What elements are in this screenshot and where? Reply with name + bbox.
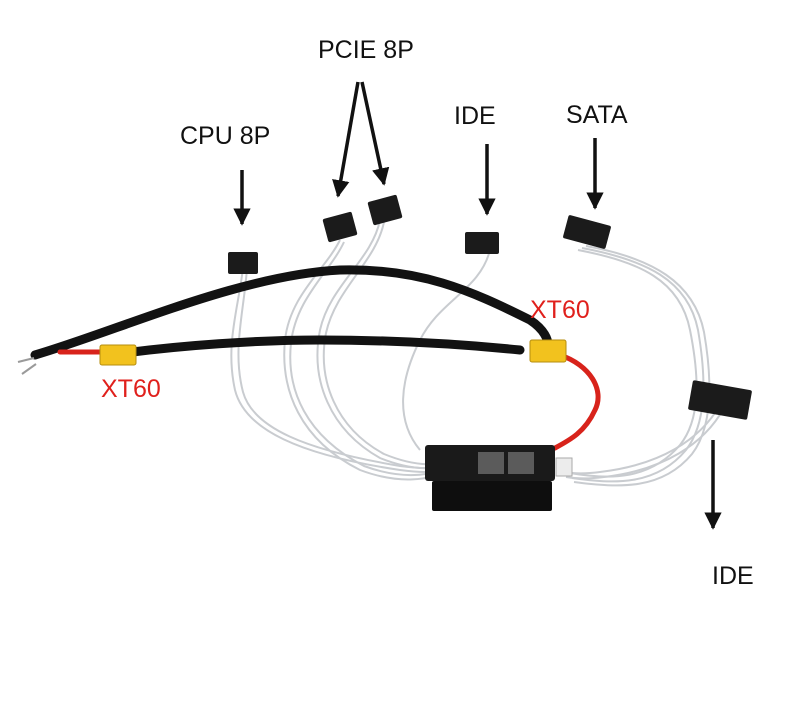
pcie-8p-label: PCIE 8P	[318, 36, 414, 64]
ide-bottom-label: IDE	[712, 562, 754, 590]
pcie-arrow-right	[360, 81, 390, 186]
ide-connector-bottom	[688, 380, 752, 420]
sata-label: SATA	[566, 101, 628, 129]
ide-top-label: IDE	[454, 102, 496, 130]
arrows	[233, 81, 722, 530]
psu-board	[425, 445, 573, 511]
cpu-8p-connector	[228, 252, 258, 274]
stripped-wire-ends	[17, 357, 37, 375]
pcie-connector-1	[322, 211, 358, 243]
pcie-connector-2	[367, 194, 403, 226]
xt60-right-label: XT60	[530, 296, 590, 324]
pcie-arrow-left	[332, 81, 360, 198]
red-wires	[57, 349, 601, 451]
cpu-8p-label: CPU 8P	[180, 122, 271, 150]
xt60-connector-left	[99, 344, 137, 366]
xt60-left-label: XT60	[101, 375, 161, 403]
ide-connector-top	[465, 232, 499, 254]
xt60-connector-right	[529, 339, 567, 363]
sata-connector	[563, 215, 611, 249]
black-power-cables	[30, 265, 553, 360]
